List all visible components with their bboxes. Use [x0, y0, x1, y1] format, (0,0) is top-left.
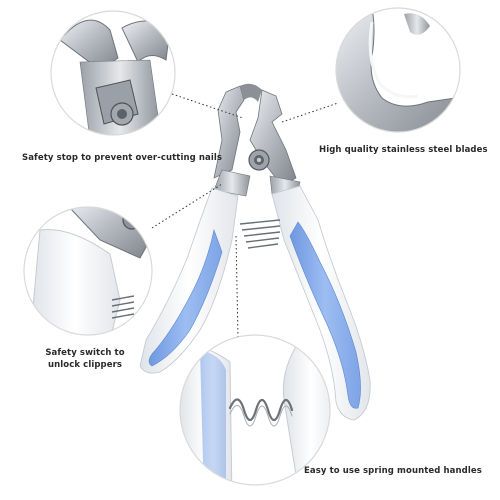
caption-switch-line2: unlock clippers [47, 360, 123, 370]
main-blade-right [249, 89, 297, 187]
main-blade-left [213, 85, 245, 179]
detail-safety-stop [50, 10, 176, 136]
caption-safety-stop: Safety stop to prevent over-cutting nail… [22, 153, 223, 163]
caption-safety-switch: Safety switch to unlock clippers [35, 347, 135, 371]
leader-safety-stop [171, 93, 244, 119]
caption-blades: High quality stainless steel blades [319, 145, 488, 155]
leader-spring [235, 235, 239, 339]
detail-safety-switch [23, 206, 153, 336]
right-handle-blue [289, 221, 361, 409]
caption-switch-line1: Safety switch to [45, 348, 125, 358]
leader-switch [151, 183, 223, 229]
left-handle-blue [148, 228, 223, 367]
leader-blades [281, 102, 339, 123]
caption-handles: Easy to use spring mounted handles [304, 466, 482, 476]
leader-lines [151, 93, 339, 339]
detail-blade [335, 7, 461, 133]
nail-clipper-product [139, 83, 371, 421]
main-spring [239, 219, 281, 249]
main-blade-hook [240, 83, 262, 102]
